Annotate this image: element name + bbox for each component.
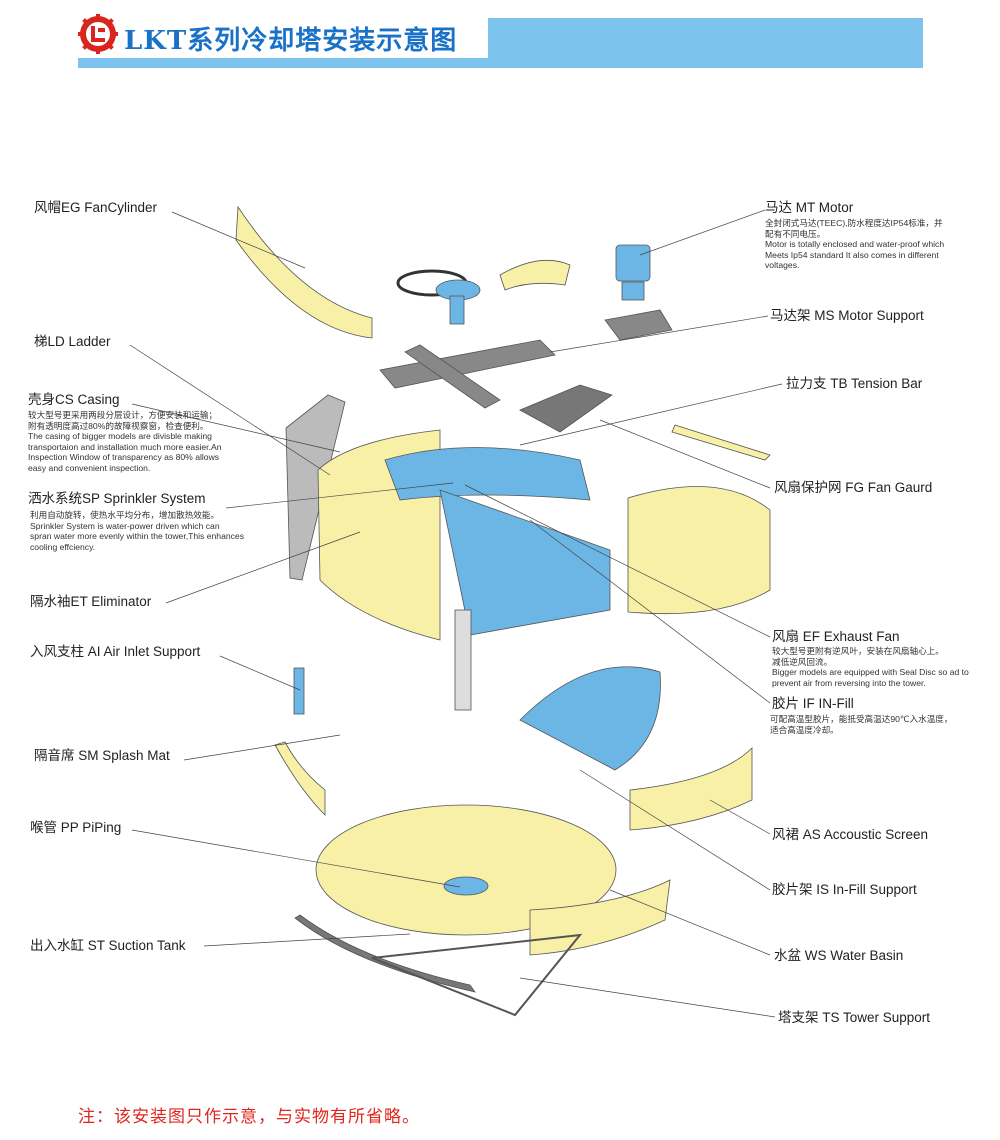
desc-sprinkler-system: 利用自动旋转，使热水平均分布，增加散热效能。 Sprinkler System … bbox=[30, 510, 244, 552]
label-suction-tank: 出入水缸 ST Suction Tank bbox=[30, 938, 186, 953]
label-splash-mat: 隔音席 SM Splash Mat bbox=[34, 748, 170, 763]
label-tension-bar: 拉力支 TB Tension Bar bbox=[786, 376, 923, 391]
desc-exhaust-fan: 较大型号更附有逆风叶，安装在风扇轴心上。 减低逆风回流。 Bigger mode… bbox=[772, 646, 969, 688]
footer-note: 注：该安装图只作示意，与实物有所省略。 bbox=[78, 1107, 420, 1127]
company-logo-icon bbox=[78, 14, 118, 54]
label-sprinkler-system: 洒水系统SP Sprinkler System bbox=[28, 491, 206, 506]
header-title-area bbox=[78, 18, 483, 56]
desc-infill: 可配高温型胶片，能抵受高温达90℃入水温度， 适合高温度冷却。 bbox=[770, 714, 953, 735]
header-underline bbox=[78, 58, 923, 68]
page-title: LKT系列冷却塔安装示意图 bbox=[124, 26, 458, 56]
label-eliminator: 隔水袖ET Eliminator bbox=[30, 594, 152, 609]
label-infill: 胶片 IF IN-Fill bbox=[772, 696, 854, 711]
label-tower-support: 塔支架 TS Tower Support bbox=[778, 1010, 931, 1025]
desc-motor: 全封闭式马达(TEEC),防水程度达IP54标准，并 配有不同电压。 Motor… bbox=[765, 218, 945, 271]
label-fan-cylinder: 风帽EG FanCylinder bbox=[34, 200, 158, 215]
label-piping: 喉管 PP PiPing bbox=[30, 820, 122, 835]
desc-casing: 较大型号更采用两段分层设计，方便安装和运输； 附有透明度高过80%的故障视察窗，… bbox=[28, 410, 222, 473]
label-air-inlet-support: 入风支柱 AI Air Inlet Support bbox=[30, 644, 201, 659]
label-motor: 马达 MT Motor bbox=[765, 200, 854, 215]
label-casing: 壳身CS Casing bbox=[28, 392, 120, 407]
label-fan-guard: 风扇保护网 FG Fan Gaurd bbox=[774, 480, 933, 495]
label-water-basin: 水盆 WS Water Basin bbox=[774, 948, 904, 963]
label-ladder: 梯LD Ladder bbox=[34, 334, 111, 349]
label-infill-support: 胶片架 IS In-Fill Support bbox=[772, 882, 917, 897]
label-motor-support: 马达架 MS Motor Support bbox=[770, 308, 924, 323]
header-banner bbox=[78, 18, 923, 68]
label-acoustic-screen: 风裙 AS Accoustic Screen bbox=[772, 827, 929, 842]
label-exhaust-fan: 风扇 EF Exhaust Fan bbox=[772, 629, 900, 644]
